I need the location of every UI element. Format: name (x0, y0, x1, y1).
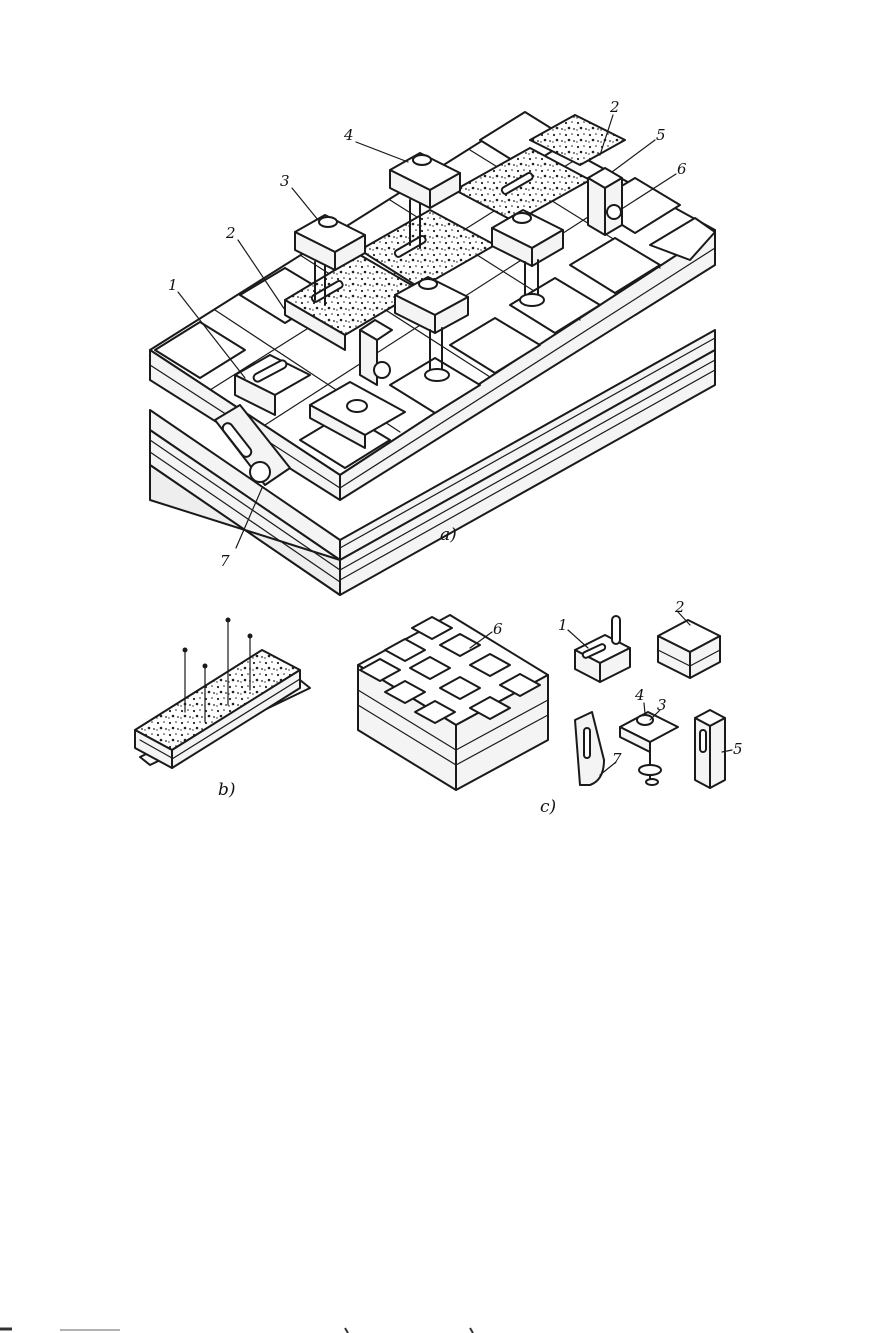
side-stop-5 (588, 168, 622, 235)
caption-b: b) (218, 780, 236, 800)
subfigure-c-components: 6 1 2 4 (358, 598, 743, 817)
label-c-4: 4 (634, 686, 645, 704)
caption-a: a) (440, 525, 457, 545)
label-a-6: 6 (677, 160, 687, 178)
component-2 (658, 620, 720, 678)
caption-c: c) (540, 797, 556, 817)
label-a-5: 5 (656, 126, 666, 144)
component-7 (575, 712, 604, 785)
label-c-2: 2 (674, 598, 685, 616)
label-a-1: 1 (168, 276, 178, 294)
label-a-4: 4 (343, 126, 354, 144)
label-c-5: 5 (733, 740, 743, 758)
subfigure-a-assembly: 1 2 3 4 2 5 6 7 a) (150, 98, 715, 595)
label-c-3: 3 (657, 696, 667, 714)
label-a-2-right: 2 (609, 98, 620, 116)
label-a-3: 3 (280, 172, 290, 190)
label-c-7: 7 (612, 750, 622, 768)
component-3-4 (620, 712, 678, 785)
label-a-7: 7 (220, 552, 230, 570)
scan-edge-marks (0, 1328, 473, 1333)
label-a-2-left: 2 (225, 224, 236, 242)
grid-block-6 (358, 615, 548, 790)
subfigure-b-plate: b) (135, 618, 310, 801)
label-c-1: 1 (558, 616, 568, 634)
label-c-6: 6 (493, 620, 503, 638)
component-1 (575, 616, 630, 682)
component-5 (695, 710, 725, 788)
